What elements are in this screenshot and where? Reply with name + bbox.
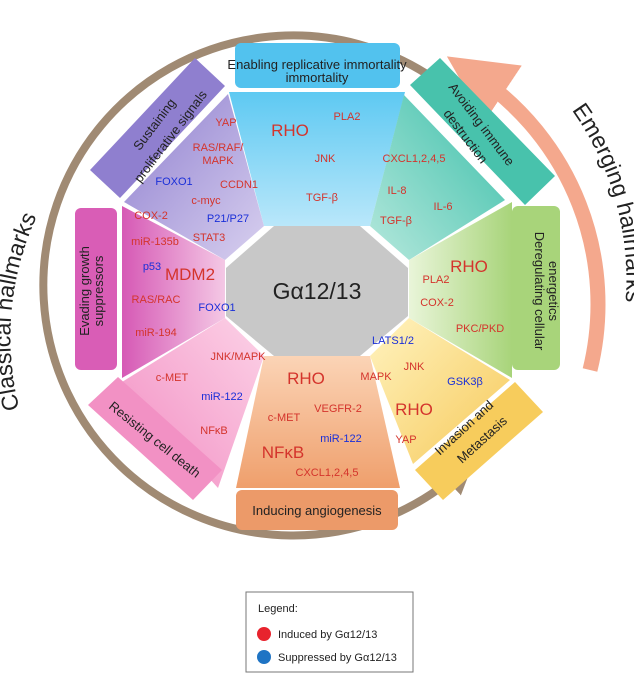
gene-ras-raf: RAS/RAF/: [193, 142, 245, 154]
sector-replicative: [229, 92, 405, 226]
label-replicative-line2: immortality: [286, 70, 349, 85]
gene-pla2-energetics: PLA2: [423, 274, 450, 286]
gene-foxo1: FOXO1: [155, 176, 192, 188]
gene-mapk: MAPK: [202, 155, 234, 167]
gene-jnk-invasion: JNK: [404, 361, 425, 373]
label-growth-line1: Evading growth: [77, 246, 92, 336]
gene-pla2: PLA2: [334, 111, 361, 123]
sector-invasion: [370, 318, 510, 464]
sector-immune: [370, 95, 505, 260]
gene-ccdn1: CCDN1: [220, 179, 258, 191]
label-replicative: Enabling replicative immortality: [227, 57, 407, 72]
legend-suppressed-label: Suppressed by Gα12/13: [278, 652, 397, 664]
legend-induced-label: Induced by Gα12/13: [278, 629, 377, 641]
gene-yap-invasion: YAP: [395, 434, 416, 446]
sector-proliferative: [124, 94, 264, 260]
gene-tgfb: TGF-β: [306, 192, 338, 204]
legend-suppressed-dot: [257, 650, 271, 664]
gene-mdm2: MDM2: [165, 265, 215, 284]
classical-hallmarks-label: Classical hallmarks: [0, 208, 41, 414]
gene-p53: p53: [143, 261, 161, 273]
sector-energetics: [409, 202, 512, 378]
legend-induced-dot: [257, 627, 271, 641]
legend-title: Legend:: [258, 603, 298, 615]
gene-rho-angio: RHO: [287, 369, 325, 388]
gene-cmet-angio: c-MET: [268, 412, 301, 424]
gene-cxcl: CXCL1,2,4,5: [383, 153, 446, 165]
gene-mir122-angio: miR-122: [320, 433, 362, 445]
gene-rasrac: RAS/RAC: [132, 294, 181, 306]
gene-mir122: miR-122: [201, 391, 243, 403]
gene-jnk: JNK: [315, 153, 336, 165]
gene-jnk-mapk: JNK/MAPK: [210, 351, 266, 363]
gene-il8: IL-8: [388, 185, 407, 197]
gene-rho-invasion: RHO: [395, 400, 433, 419]
center-octagon: [226, 226, 408, 356]
gene-cxcl-angio: CXCL1,2,4,5: [296, 467, 359, 479]
gene-cmyc: c-myc: [191, 195, 221, 207]
gene-cox2-energetics: COX-2: [420, 297, 454, 309]
tab-invasion: [415, 382, 543, 500]
gene-vegfr2: VEGFR-2: [314, 403, 362, 415]
gene-foxo1-growth: FOXO1: [198, 302, 235, 314]
label-energetics-line1: Deregulating cellular: [532, 232, 547, 351]
sector-cell-death: [122, 318, 264, 488]
gene-rho: RHO: [271, 121, 309, 140]
gene-rho-energetics: RHO: [450, 257, 488, 276]
legend-box: [245, 591, 414, 673]
tab-replicative: [235, 43, 400, 88]
tab-angiogenesis: [236, 490, 398, 530]
label-energetics-line2: energetics: [546, 261, 561, 322]
gene-mapk-invasion: MAPK: [360, 371, 392, 383]
gene-mir194: miR-194: [135, 327, 177, 339]
gene-stat3: STAT3: [193, 232, 226, 244]
sector-growth: [122, 206, 225, 378]
sector-angiogenesis: [236, 356, 400, 488]
label-growth-line2: suppressors: [91, 255, 106, 326]
gene-gsk3b: GSK3β: [447, 376, 483, 388]
gene-cox2: COX-2: [134, 210, 168, 222]
gene-lats: LATS1/2: [372, 335, 414, 347]
gene-cmet: c-MET: [156, 372, 189, 384]
tab-cell-death: [88, 377, 222, 500]
gene-nfkb: NFκB: [200, 425, 228, 437]
gene-tgfb-immune: TGF-β: [380, 215, 412, 227]
tab-proliferative: [90, 58, 225, 198]
label-angiogenesis: Inducing angiogenesis: [252, 503, 382, 518]
classical-arc-arrow: [39, 31, 476, 540]
gene-mir135b: miR-135b: [131, 236, 179, 248]
gene-p21p27: P21/P27: [207, 213, 249, 225]
gene-pkc: PKC/PKD: [456, 323, 504, 335]
tab-immune: [410, 58, 555, 205]
emerging-arc-arrow: [446, 56, 606, 372]
gene-nfkb-angio: NFκB: [262, 443, 305, 462]
tab-growth: [75, 208, 117, 370]
center-label: Gα12/13: [273, 278, 362, 304]
gene-yap: YAP: [215, 117, 236, 129]
tab-energetics: [512, 206, 560, 370]
gene-il6: IL-6: [434, 201, 453, 213]
